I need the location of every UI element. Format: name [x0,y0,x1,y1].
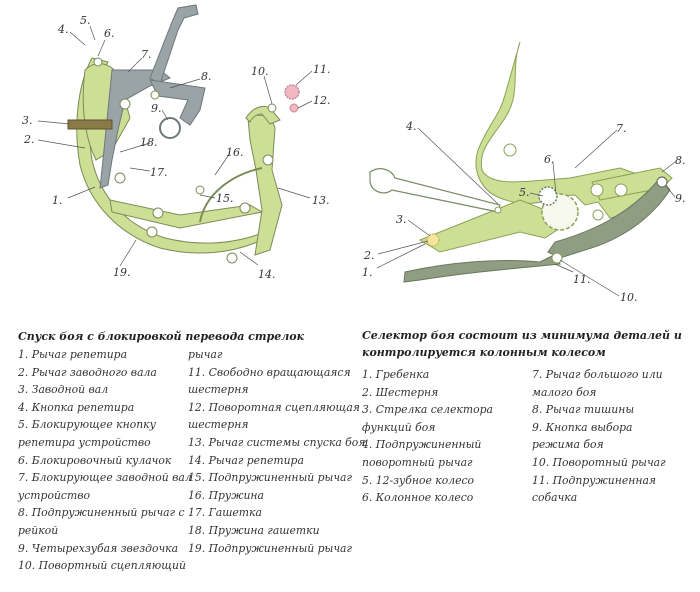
legend-item: 19. Подпружиненный рычаг [188,541,352,555]
illustration: 1. 2. 3. 4. 5. 6. 7. 8. 9. 10. 11. 12. 1… [22,4,686,304]
legend-item: 13. Рычаг системы спуска боя [188,435,366,449]
left-callouts: 1. 2. 3. 4. 5. 6. 7. 8. 9. 10. 11. 12. 1… [22,14,331,281]
legend-item: 4. Подпружиненный [362,438,482,452]
left-callout-10: 10. [251,65,269,78]
coupling-wheel [289,103,299,113]
legend-item: 1. Гребенка [362,368,430,381]
left-callout-6: 6. [104,27,115,40]
right-callout-9: 9. [675,192,686,205]
legend-item: 4. Кнопка репетира [18,400,135,414]
right-legend-col2: 7. Рычаг большого или малого боя 8. Рыча… [532,366,666,507]
grey-top-arm [149,4,199,85]
left-callout-13: 13. [312,194,330,207]
legend-item: 3. Заводной вал [18,383,109,397]
legend-item: 1. Рычаг репетира [18,348,128,361]
winding-stem [67,119,113,130]
legend-item: шестерня [188,418,249,432]
rack-lever [149,79,206,126]
left-callout-19: 19. [113,266,131,279]
legend-item: 15. Подпружиненный рычаг [188,471,352,485]
left-callout-17: 17. [150,166,168,179]
right-caption-line1: Селектор боя состоит из минимума деталей… [362,329,682,342]
legend-item: 12. Поворотная сцепляющая [188,400,360,414]
twelve-tooth-wheel [538,186,558,206]
right-callout-8: 8. [675,154,686,167]
legend-item: режима боя [532,438,604,452]
legend-item: 5. Блокирующее кнопку [18,418,156,432]
legend-item: шестерня [188,383,249,397]
right-callout-10: 10. [620,291,638,304]
left-callout-7: 7. [141,48,152,61]
right-callout-4: 4. [405,120,417,133]
legend-item: 16. Пружина [188,488,264,502]
left-callout-8: 8. [201,70,212,83]
winding-stem-blocker [99,69,171,189]
right-caption-line2: контролируется колонным колесом [362,346,606,359]
left-caption: Спуск боя с блокировкой перевода стрелок [18,330,305,343]
right-caption: Селектор боя состоит из минимума деталей… [362,327,682,361]
legend-item: малого боя [532,385,597,399]
right-callout-1: 1. [362,266,373,279]
pinion [426,233,440,247]
legend-item: 11. Подпружиненная [532,473,657,487]
left-callout-11: 11. [313,63,331,76]
right-mechanism [369,41,673,283]
right-callout-7: 7. [616,122,627,135]
legend-item: 8. Рычаг тишины [532,403,635,417]
legend-item: 6. Колонное колесо [362,491,474,505]
right-callout-6: 6. [544,153,555,166]
left-callout-3: 3. [22,114,33,127]
legend-item: 7. Рычаг большого или [532,368,663,381]
legend-item: 8. Подпружиненный рычаг с [18,506,185,520]
legend-item: рейкой [18,523,59,537]
legend-item: 7. Блокирующее заводной вал [18,471,192,485]
legend-item: 5. 12-зубное колесо [362,473,475,487]
legend-item: 18. Пружина гашетки [188,523,320,537]
legend-item: рычаг [188,348,223,361]
left-callout-12: 12. [313,94,331,107]
legend-item: 6. Блокировочный кулачок [18,453,172,467]
left-callout-1: 1. [52,194,63,207]
spring-pawl [403,255,562,283]
legend-item: 9. Кнопка выбора [532,420,633,434]
legend-item: функций боя [362,420,436,434]
free-wheel [284,84,300,100]
legend-item: поворотный рычаг [362,455,473,469]
legend-item: 10. Поворотный рычаг [532,455,666,469]
right-callout-5: 5. [519,186,530,199]
legend-item: устройство [18,488,90,502]
mode-button [656,176,668,188]
release-lever [247,114,283,256]
right-callout-3: 3. [396,213,407,226]
right-callouts: 1. 2. 3. 4. 5. 6. 7. 8. 9. 10. 11. [362,120,686,304]
left-callout-2: 2. [23,133,35,146]
left-callout-15: 15. [216,192,234,205]
legend-item: 11. Свободно вращающаяся [188,365,351,379]
left-callout-9: 9. [151,102,162,115]
spring-16 [199,167,263,223]
left-callout-16: 16. [226,146,244,159]
legend-item: 17. Гашетка [188,506,262,520]
legend-item: 14. Рычаг репетира [188,453,304,467]
legend-item: 3. Стрелка селектора [362,403,493,417]
left-mechanism [67,4,300,264]
right-legend-col1: 1. Гребенка 2. Шестерня 3. Стрелка селек… [362,366,493,507]
legend-item: репетира устройство [18,435,151,449]
right-callout-11: 11. [573,273,591,286]
left-callout-4: 4. [57,23,69,36]
left-callout-5: 5. [80,14,91,27]
legend-item: 2. Шестерня [362,385,439,399]
left-legend-col2: рычаг 11. Свободно вращающаяся шестерня … [188,346,365,557]
left-callout-18: 18. [140,136,158,149]
legend-item: 2. Рычаг заводного вала [18,365,157,379]
left-legend-col1: 1. Рычаг репетира 2. Рычаг заводного вал… [18,346,192,575]
legend-item: 9. Четырехзубая звездочка [18,541,179,555]
rack [418,199,561,253]
right-callout-2: 2. [363,249,375,262]
legend-item: собачка [532,491,578,505]
legend-item: 10. Повортный сцепляющий [18,559,186,573]
four-tooth-star [159,117,181,139]
left-callout-14: 14. [258,268,276,281]
